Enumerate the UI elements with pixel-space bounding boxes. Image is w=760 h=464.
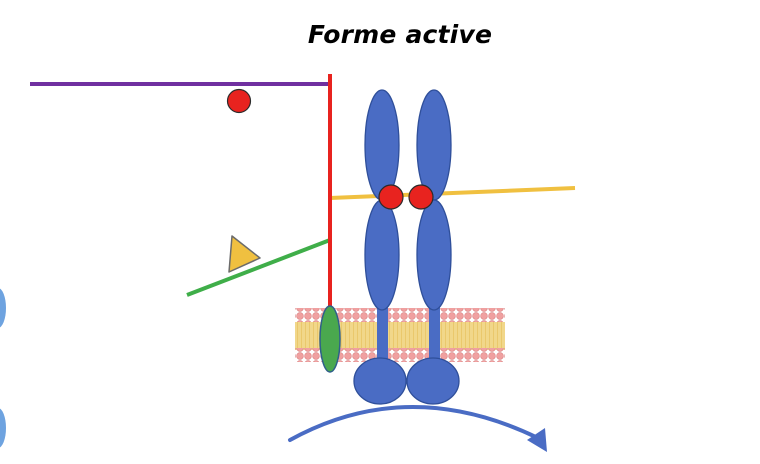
diagram-title: Forme active (307, 20, 493, 49)
phospho-dot-left (378, 184, 404, 210)
green-line (186, 238, 331, 297)
triangle-ligand-icon (228, 235, 261, 273)
phospho-dot-right (408, 184, 434, 210)
receptor-right (406, 89, 460, 405)
green-oval (319, 305, 341, 373)
yellow-line (329, 186, 576, 200)
left-edge-shape-top (0, 288, 6, 328)
phospho-dot-purple (226, 88, 252, 114)
curved-arrow-icon (288, 405, 547, 452)
receptor-left (353, 89, 407, 405)
left-edge-shape-bottom (0, 408, 6, 448)
